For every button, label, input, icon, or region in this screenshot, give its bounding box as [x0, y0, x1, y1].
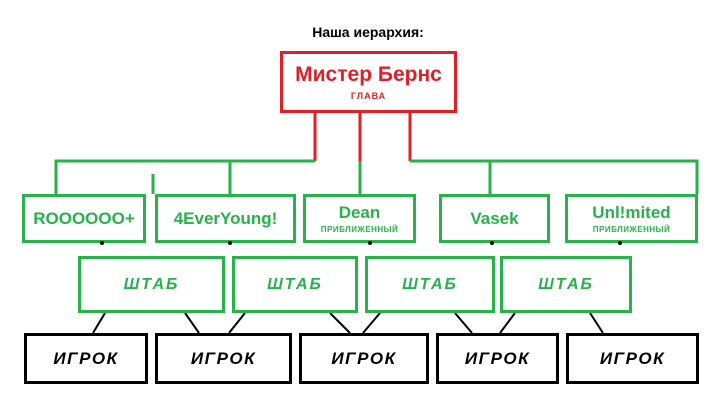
- connection-dot: [490, 241, 494, 245]
- player-label: ИГРОК: [464, 348, 531, 368]
- staff-label: ШТАБ: [402, 275, 458, 293]
- staff-label: ШТАБ: [538, 275, 594, 293]
- deputy-name: ROOOOOO+: [33, 208, 135, 228]
- player-label: ИГРОК: [53, 348, 119, 368]
- deputy-note: ПРИБЛИЖЕННЫЙ: [592, 225, 671, 234]
- boss-box: Мистер Бернс ГЛАВА: [280, 51, 457, 113]
- staff-box: ШТАБ: [232, 256, 358, 313]
- connection-dot: [100, 241, 104, 245]
- boss-name: Мистер Бернс: [295, 63, 442, 86]
- player-label: ИГРОК: [599, 348, 666, 368]
- deputy-name: Vasek: [470, 208, 519, 228]
- deputy-note: ПРИБЛИЖЕННЫЙ: [320, 225, 399, 234]
- diagram-title: Наша иерархия:: [312, 24, 424, 40]
- player-label: ИГРОК: [331, 348, 397, 368]
- boss-role: ГЛАВА: [350, 91, 387, 101]
- player-box: ИГРОК: [24, 333, 148, 384]
- staff-label: ШТАБ: [123, 275, 180, 293]
- player-box: ИГРОК: [436, 333, 559, 384]
- deputy-box-vasek: Vasek: [439, 194, 550, 243]
- deputy-box-rooooooo: ROOOOOO+: [22, 194, 146, 243]
- player-box: ИГРОК: [155, 333, 292, 384]
- deputy-name: Unl!mited: [592, 203, 671, 222]
- deputy-name: 4EverYoung!: [173, 208, 278, 228]
- staff-box: ШТАБ: [365, 256, 495, 313]
- connection-dot: [228, 241, 232, 245]
- player-box: ИГРОК: [566, 333, 699, 384]
- connection-dot: [368, 241, 372, 245]
- deputy-name: Dean: [338, 203, 381, 222]
- player-box: ИГРОК: [299, 333, 429, 384]
- deputy-box-unlimited: Unl!mited ПРИБЛИЖЕННЫЙ: [565, 194, 698, 243]
- connection-dot: [618, 241, 622, 245]
- deputy-box-dean: Dean ПРИБЛИЖЕННЫЙ: [303, 194, 416, 243]
- staff-box: ШТАБ: [78, 256, 225, 313]
- staff-box: ШТАБ: [500, 256, 632, 313]
- staff-label: ШТАБ: [267, 275, 323, 293]
- player-label: ИГРОК: [190, 348, 257, 368]
- deputy-box-4everyoung: 4EverYoung!: [155, 194, 296, 243]
